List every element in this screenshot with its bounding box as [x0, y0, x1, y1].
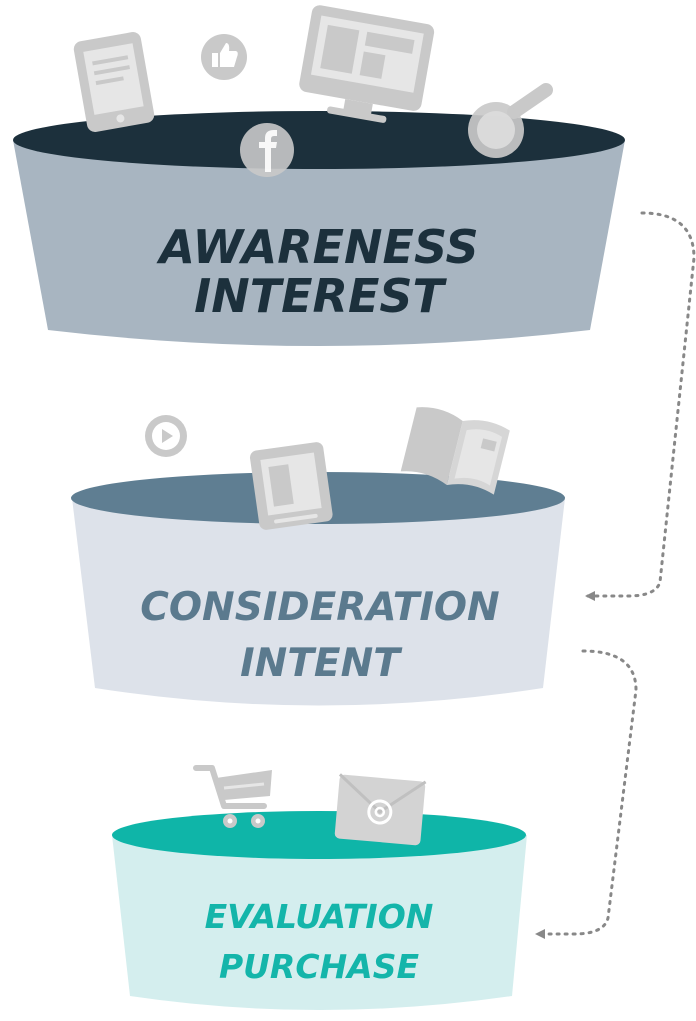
tablet-icon [249, 442, 333, 530]
email-icon [334, 773, 427, 846]
monitor-icon [299, 5, 435, 123]
funnel-body-evaluation [112, 835, 527, 1010]
stage-label-awareness: AWARENESS [156, 220, 478, 274]
connector-arrow-consideration-to-evaluation [535, 649, 638, 939]
funnel-rim-evaluation [112, 811, 526, 859]
tablet-icon [73, 32, 155, 132]
play-icon [145, 415, 187, 457]
magnifier-icon [468, 83, 553, 158]
stage-label-purchase: PURCHASE [219, 947, 420, 986]
funnel-stage-consideration: CONSIDERATION INTENT [71, 407, 565, 706]
connector-arrow-awareness-to-consideration [585, 211, 696, 601]
funnel-body-consideration [72, 498, 565, 706]
stage-label-consideration: CONSIDERATION [140, 585, 499, 630]
book-icon [400, 407, 510, 495]
funnel-body-awareness [13, 140, 625, 346]
facebook-icon [240, 123, 294, 177]
stage-label-intent: INTENT [240, 641, 403, 686]
funnel-stage-evaluation: EVALUATION PURCHASE [112, 765, 527, 1010]
stage-label-interest: INTEREST [194, 269, 447, 323]
thumbs-up-icon [201, 34, 247, 80]
stage-label-evaluation: EVALUATION [205, 897, 434, 936]
funnel-stage-awareness: AWARENESS INTEREST [13, 5, 625, 346]
cart-icon [193, 765, 272, 828]
